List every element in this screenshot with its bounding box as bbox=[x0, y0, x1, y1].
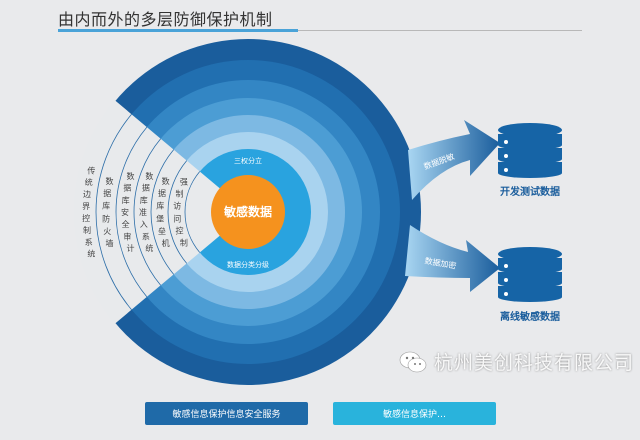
wedge-column-char: 强 bbox=[180, 178, 188, 187]
wedge-divider bbox=[115, 126, 148, 298]
title-underline-accent bbox=[58, 29, 298, 32]
defense-wedge bbox=[74, 100, 248, 324]
database-icon bbox=[498, 247, 562, 302]
wedge-divider bbox=[150, 149, 175, 275]
wedge-column-char: 据 bbox=[103, 188, 111, 198]
wedge-divider bbox=[133, 138, 161, 286]
wedge-column-char: 制 bbox=[180, 237, 188, 247]
wedge-column-char: 安 bbox=[121, 207, 129, 217]
dev-test-data-label: 开发测试数据 bbox=[500, 185, 560, 198]
wedge-column-char: 系 bbox=[142, 231, 150, 241]
wedge-divider bbox=[95, 114, 132, 310]
wedge-column-char: 火 bbox=[103, 227, 111, 236]
wedge-column-char: 传 bbox=[87, 165, 95, 175]
wedge-column-char: 据 bbox=[158, 188, 166, 198]
wedge-column-char: 防 bbox=[102, 213, 110, 223]
wedge-column-char: 据 bbox=[123, 183, 131, 193]
encryption-arrow bbox=[405, 225, 500, 292]
wedge-column-char: 数 bbox=[145, 171, 153, 181]
wedge-column-char: 统 bbox=[85, 177, 93, 187]
wedge-column-char: 计 bbox=[126, 243, 134, 253]
wedge-column-char: 制 bbox=[83, 225, 91, 235]
wedge-column-char: 问 bbox=[173, 214, 181, 223]
wedge-column-char: 库 bbox=[102, 201, 110, 211]
wedge-column-char: 统 bbox=[145, 243, 153, 253]
core-circle bbox=[211, 175, 285, 249]
wedge-divider bbox=[184, 171, 201, 253]
wedge-column-char: 数 bbox=[105, 176, 113, 186]
wedge-divider bbox=[167, 160, 188, 264]
wedge-dividers bbox=[95, 114, 201, 310]
page-title: 由内而外的多层防御保护机制 bbox=[58, 10, 273, 29]
wedge-column-char: 准 bbox=[139, 207, 147, 217]
offline-sensitive-data-label: 离线敏感数据 bbox=[500, 310, 560, 323]
wedge-column-char: 控 bbox=[82, 213, 90, 223]
wedge-column-char: 库 bbox=[156, 201, 164, 211]
wedge-column-char: 界 bbox=[82, 202, 90, 211]
watermark: 杭州美创科技有限公司 bbox=[398, 348, 634, 375]
wedge-column-char: 垒 bbox=[158, 226, 166, 236]
wedge-column-char: 堡 bbox=[156, 213, 164, 223]
wedge-column-char: 访 bbox=[173, 201, 181, 211]
watermark-text: 杭州美创科技有限公司 bbox=[434, 352, 635, 374]
inner-top-label: 三权分立 bbox=[234, 156, 262, 165]
wedge-column-char: 数 bbox=[162, 176, 170, 186]
inner-bottom-label: 数据分类分级 bbox=[227, 260, 269, 269]
wedge-column-char: 边 bbox=[83, 189, 91, 199]
wedge-column-char: 墙 bbox=[105, 238, 113, 248]
wedge-column-char: 数 bbox=[126, 171, 134, 181]
wedge-column-char: 审 bbox=[123, 231, 131, 241]
security-service-button[interactable]: 敏感信息保护信息安全服务 bbox=[145, 402, 308, 425]
wedge-column-char: 机 bbox=[162, 238, 170, 248]
database-icon bbox=[498, 123, 562, 178]
wedge-column-char: 库 bbox=[140, 195, 148, 205]
wechat-icon bbox=[399, 351, 427, 372]
wedge-column-char: 控 bbox=[176, 226, 184, 236]
wedge-column-char: 据 bbox=[142, 183, 150, 193]
protection-service-button[interactable]: 敏感信息保护… bbox=[333, 402, 496, 425]
core-label: 敏感数据 bbox=[223, 204, 272, 219]
title-divider bbox=[58, 30, 582, 31]
wedge-column-char: 库 bbox=[122, 195, 130, 205]
wedge-column-char: 入 bbox=[140, 220, 148, 229]
wedge-column-char: 统 bbox=[87, 249, 95, 259]
masking-arrow bbox=[408, 120, 500, 200]
wedge-column-char: 全 bbox=[122, 219, 130, 229]
wedge-column-char: 制 bbox=[176, 188, 184, 198]
wedge-column-char: 系 bbox=[85, 237, 93, 247]
